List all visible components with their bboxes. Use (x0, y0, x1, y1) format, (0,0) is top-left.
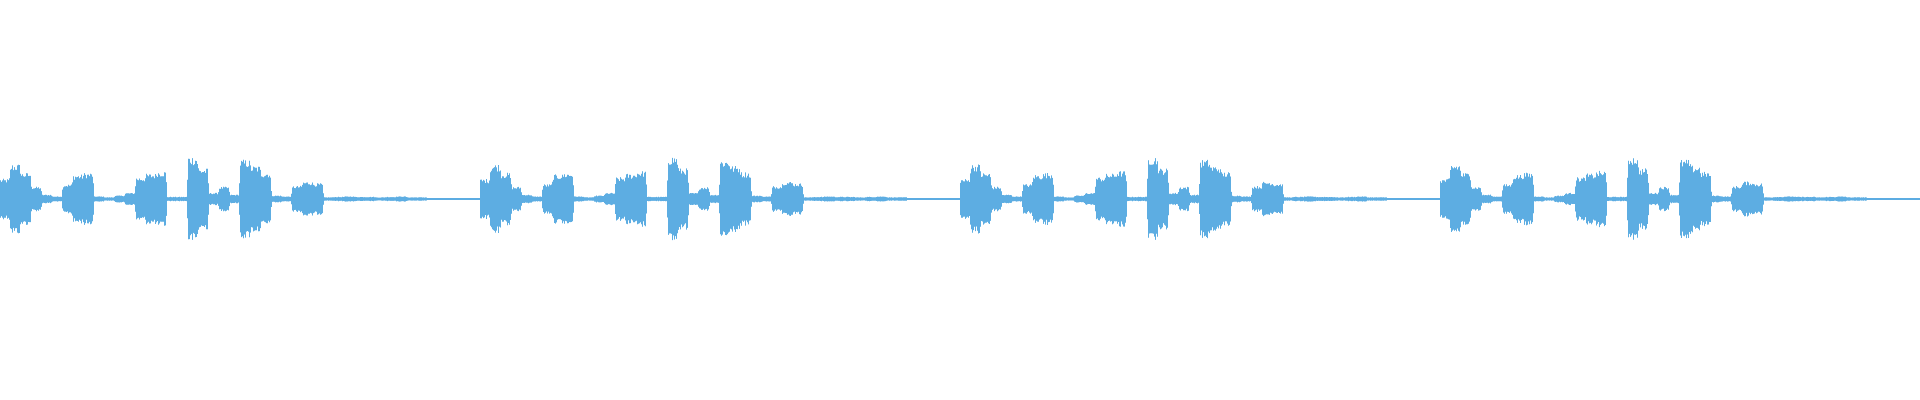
waveform-amplitude-path (0, 157, 1920, 241)
waveform-bars (0, 157, 1920, 241)
